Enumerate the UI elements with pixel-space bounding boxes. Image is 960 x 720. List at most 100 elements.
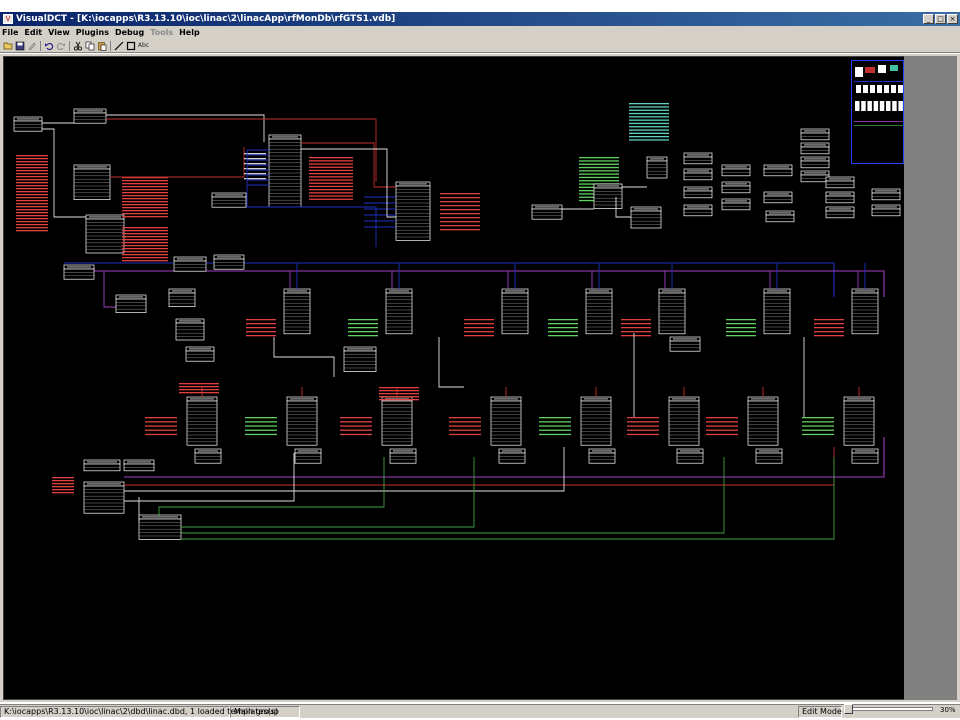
field-label-mark (629, 132, 669, 134)
field-label-mark (706, 425, 738, 427)
navigator-minimap[interactable] (851, 60, 904, 164)
record-title-mark (597, 185, 619, 187)
field-label-mark (464, 319, 494, 321)
field-label-mark (449, 425, 481, 427)
record-block (851, 288, 879, 335)
record-title-mark (769, 212, 791, 214)
field-label-mark (579, 166, 619, 169)
link-wire (181, 457, 725, 534)
record-block (211, 192, 247, 208)
field-label-mark (440, 229, 480, 231)
field-label-mark (348, 323, 378, 325)
redo-icon[interactable] (55, 40, 66, 51)
record-body (490, 400, 522, 446)
menu-tools[interactable]: Tools (150, 28, 174, 37)
field-label-mark (548, 323, 578, 325)
minimize-button[interactable]: _ (923, 14, 934, 24)
record-title-mark (89, 216, 121, 218)
field-label-mark (726, 331, 756, 333)
record-title-mark (172, 290, 192, 292)
field-label-mark (464, 335, 494, 337)
record-title-mark (875, 190, 897, 192)
record-block (765, 210, 795, 223)
box-icon[interactable] (125, 40, 136, 51)
record-diagram[interactable] (4, 57, 904, 699)
field-label-mark (814, 319, 844, 321)
field-label-mark (122, 198, 168, 200)
record-body (668, 400, 700, 446)
record-title-mark (535, 206, 559, 208)
text-tool[interactable]: Abc (137, 42, 150, 49)
field-label-mark (16, 224, 48, 226)
field-label-mark (464, 323, 494, 325)
field-label-mark (627, 417, 659, 419)
record-title-mark (673, 338, 697, 340)
field-label-mark (309, 179, 353, 181)
record-block (498, 448, 526, 464)
menu-help[interactable]: Help (179, 28, 200, 37)
zoom-slider-track[interactable] (845, 707, 933, 711)
field-label-mark (579, 173, 619, 175)
copy-icon[interactable] (84, 40, 95, 51)
field-label-mark (16, 188, 48, 190)
menu-debug[interactable]: Debug (114, 28, 145, 37)
field-label-mark (16, 200, 48, 202)
field-label-mark (16, 173, 48, 175)
field-label-mark (16, 218, 48, 220)
zoom-slider-thumb[interactable] (844, 704, 853, 714)
record-title-mark (650, 158, 664, 160)
record-body (73, 112, 107, 124)
record-title-mark (198, 450, 218, 452)
maximize-button[interactable]: □ (935, 14, 946, 24)
record-title-mark (829, 178, 851, 180)
field-label-mark (244, 178, 266, 180)
record-title-mark (217, 256, 241, 258)
toolbar-separator (40, 40, 41, 51)
link-wire (42, 128, 86, 218)
paste-icon[interactable] (96, 40, 107, 51)
record-block (194, 448, 222, 464)
field-label-mark (122, 192, 168, 194)
toolbar-separator (69, 40, 70, 51)
record-body (175, 322, 205, 341)
field-label-mark (726, 327, 756, 329)
menu-view[interactable]: View (48, 28, 70, 37)
field-label-mark (16, 185, 48, 187)
link-wire (64, 270, 885, 297)
field-label-mark (309, 157, 353, 159)
menu-edit[interactable]: Edit (24, 28, 43, 37)
record-title-mark (399, 183, 427, 185)
field-label-mark (244, 168, 266, 170)
record-block (683, 152, 713, 165)
line-icon[interactable] (113, 40, 124, 51)
close-button[interactable]: × (947, 14, 958, 24)
schematic-canvas[interactable] (3, 56, 957, 700)
window-controls: _ □ × (923, 14, 958, 24)
record-block (83, 459, 121, 472)
field-label-mark (309, 182, 353, 184)
field-label-mark (802, 433, 834, 436)
field-label-mark (539, 417, 571, 419)
record-block (85, 214, 125, 254)
edit-icon[interactable] (26, 40, 37, 51)
save-icon[interactable] (14, 40, 25, 51)
open-icon[interactable] (2, 40, 13, 51)
minimap-wire (854, 121, 903, 122)
field-label-mark (122, 248, 168, 250)
record-body (389, 452, 417, 464)
cut-icon[interactable] (72, 40, 83, 51)
menu-file[interactable]: File (2, 28, 19, 37)
record-block (585, 288, 613, 335)
record-block (851, 448, 879, 464)
undo-icon[interactable] (43, 40, 54, 51)
field-label-mark (814, 331, 844, 333)
field-label-mark (16, 230, 48, 232)
field-label-mark (16, 197, 48, 199)
field-label-mark (179, 383, 219, 385)
record-body (580, 400, 612, 446)
field-label-mark (246, 335, 276, 337)
menu-plugins[interactable]: Plugins (75, 28, 109, 37)
field-label-mark (340, 429, 372, 431)
field-label-mark (122, 242, 168, 244)
field-label-mark (244, 163, 266, 165)
